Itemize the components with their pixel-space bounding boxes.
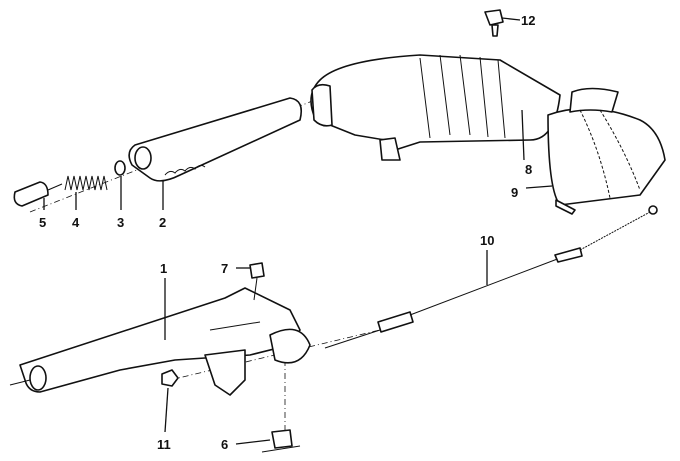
- part-8-console-cover: [310, 54, 561, 161]
- callout-12: 12: [521, 13, 535, 28]
- part-1-lever: [9, 287, 311, 396]
- callout-7: 7: [221, 261, 228, 276]
- callout-11: 11: [157, 437, 171, 452]
- callout-1: 1: [160, 261, 167, 276]
- part-6-clip: [261, 429, 301, 453]
- callout-2: 2: [159, 215, 166, 230]
- part-3-washer: [114, 160, 126, 176]
- callout-6: 6: [221, 437, 228, 452]
- part-12-clip: [484, 9, 504, 37]
- callout-10: 10: [480, 233, 494, 248]
- leader-lines: [43, 17, 553, 445]
- callout-8: 8: [525, 162, 532, 177]
- callout-3: 3: [117, 215, 124, 230]
- part-5-button: [13, 181, 63, 207]
- callout-5: 5: [39, 215, 46, 230]
- part-4-spring: [64, 175, 108, 191]
- part-7-bolt: [249, 262, 265, 301]
- part-9-boot: [547, 87, 666, 215]
- callout-4: 4: [72, 215, 80, 230]
- callout-9: 9: [511, 185, 518, 200]
- part-11-nut: [161, 369, 179, 387]
- part-10-cable: [324, 205, 658, 349]
- part-2-grip: [128, 97, 303, 182]
